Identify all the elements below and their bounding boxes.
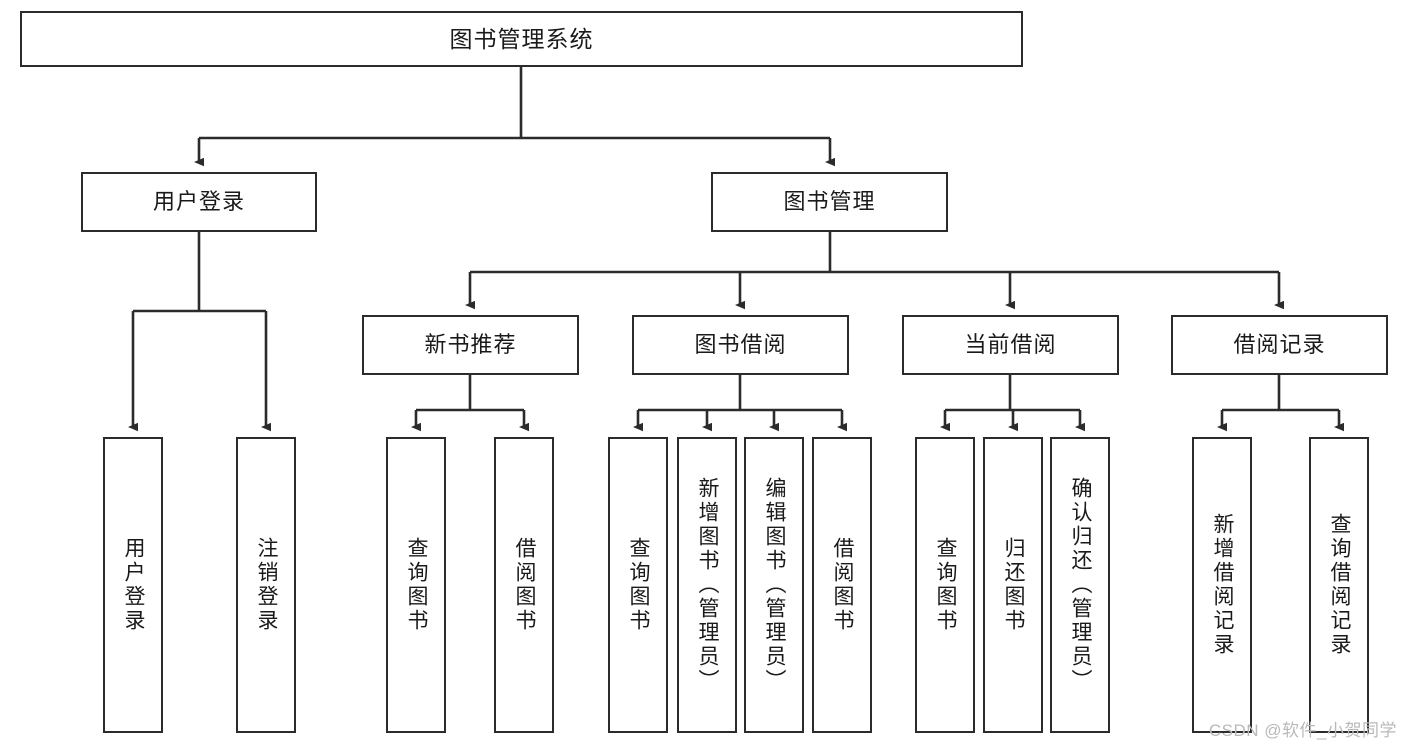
node-leaf-user-login[interactable]: 用户登录 (103, 437, 163, 733)
node-leaf-query-book-1[interactable]: 查询图书 (386, 437, 446, 733)
watermark: CSDN @软件_小贺同学 (1208, 721, 1397, 740)
node-leaf-query-book-3[interactable]: 查询图书 (915, 437, 975, 733)
node-leaf-return-book[interactable]: 归还图书 (983, 437, 1043, 733)
node-label: 新书推荐 (424, 332, 517, 358)
node-leaf-add-record[interactable]: 新增借阅记录 (1192, 437, 1252, 733)
node-label: 编辑图书（管理员） (763, 477, 787, 693)
node-leaf-edit-book[interactable]: 编辑图书（管理员） (744, 437, 804, 733)
node-leaf-add-book[interactable]: 新增图书（管理员） (677, 437, 737, 733)
node-label: 用户登录 (152, 189, 245, 215)
node-label: 新增图书（管理员） (696, 477, 720, 693)
node-label: 用户登录 (122, 537, 146, 633)
node-label: 图书管理 (783, 189, 876, 215)
node-label: 归还图书 (1002, 537, 1026, 633)
node-leaf-logout[interactable]: 注销登录 (236, 437, 296, 733)
node-label: 查询图书 (934, 537, 958, 633)
node-label: 图书借阅 (694, 332, 787, 358)
node-label: 注销登录 (255, 537, 279, 633)
node-label: 查询图书 (405, 537, 429, 633)
node-book-management[interactable]: 图书管理 (711, 172, 948, 232)
node-label: 借阅图书 (831, 537, 855, 633)
node-label: 新增借阅记录 (1211, 513, 1235, 657)
node-user-login[interactable]: 用户登录 (81, 172, 317, 232)
node-label: 图书管理系统 (449, 25, 594, 52)
node-root-system[interactable]: 图书管理系统 (20, 11, 1023, 67)
node-leaf-borrow-book-1[interactable]: 借阅图书 (494, 437, 554, 733)
node-label: 查询图书 (627, 537, 651, 633)
node-label: 借阅记录 (1233, 332, 1326, 358)
node-label: 借阅图书 (513, 537, 537, 633)
node-leaf-query-book-2[interactable]: 查询图书 (608, 437, 668, 733)
node-current-borrow[interactable]: 当前借阅 (902, 315, 1119, 375)
node-leaf-query-record[interactable]: 查询借阅记录 (1309, 437, 1369, 733)
node-leaf-borrow-book-2[interactable]: 借阅图书 (812, 437, 872, 733)
node-borrow-record[interactable]: 借阅记录 (1171, 315, 1388, 375)
node-new-book-recommend[interactable]: 新书推荐 (362, 315, 579, 375)
node-label: 查询借阅记录 (1328, 513, 1352, 657)
node-book-borrow[interactable]: 图书借阅 (632, 315, 849, 375)
node-leaf-confirm-return[interactable]: 确认归还（管理员） (1050, 437, 1110, 733)
node-label: 当前借阅 (964, 332, 1057, 358)
node-label: 确认归还（管理员） (1069, 477, 1093, 693)
